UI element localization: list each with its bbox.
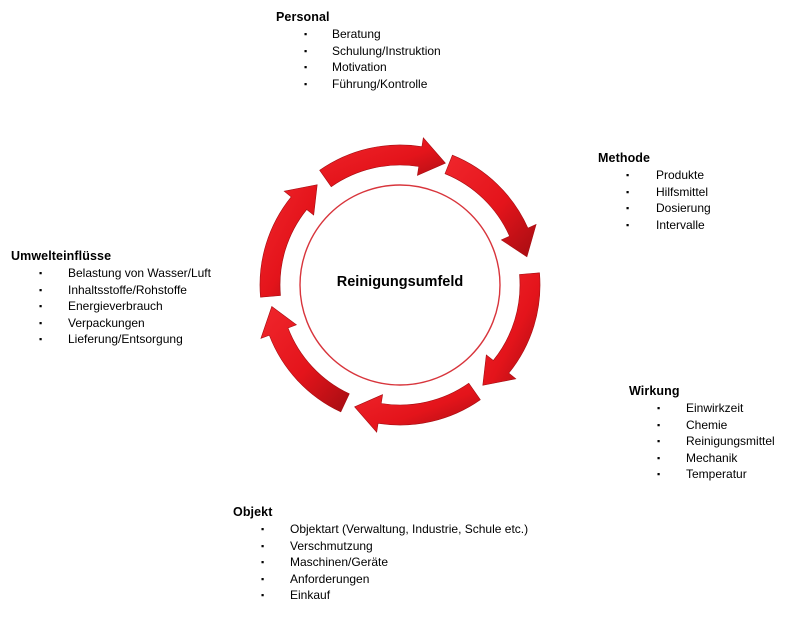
bullet-icon: ▪ bbox=[304, 45, 308, 56]
bullet-icon: ▪ bbox=[304, 78, 308, 89]
bullet-icon: ▪ bbox=[626, 186, 630, 197]
list-item: ▪Beratung bbox=[304, 27, 381, 41]
category-personal: Personal ▪Beratung ▪Schulung/Instruktion… bbox=[276, 10, 441, 92]
category-umwelteinfluesse: Umwelteinflüsse ▪Belastung von Wasser/Lu… bbox=[11, 249, 211, 348]
bullet-icon: ▪ bbox=[261, 557, 265, 567]
list-item: ▪Verpackungen bbox=[39, 315, 145, 330]
category-objekt: Objekt ▪Objektart (Verwaltung, Industrie… bbox=[233, 505, 528, 604]
bullet-icon: ▪ bbox=[626, 203, 630, 213]
bullet-icon: ▪ bbox=[39, 317, 43, 328]
list-item: ▪Schulung/Instruktion bbox=[304, 43, 441, 58]
bullet-icon: ▪ bbox=[261, 573, 265, 584]
curved-arrow-icon bbox=[482, 272, 541, 386]
center-circle bbox=[299, 184, 501, 386]
list-item: ▪Energieverbrauch bbox=[39, 299, 163, 313]
list-item: ▪Führung/Kontrolle bbox=[304, 76, 428, 91]
bullet-icon: ▪ bbox=[657, 436, 661, 446]
bullet-icon: ▪ bbox=[39, 301, 43, 311]
category-title: Wirkung bbox=[629, 384, 680, 398]
category-wirkung: Wirkung ▪Einwirkzeit ▪Chemie ▪Reinigungs… bbox=[629, 384, 775, 483]
list-item: ▪Chemie bbox=[657, 417, 728, 432]
curved-arrow-icon bbox=[260, 306, 350, 413]
bullet-icon: ▪ bbox=[261, 540, 265, 551]
list-item: ▪Verschmutzung bbox=[261, 538, 373, 553]
list-item: ▪Hilfsmittel bbox=[626, 184, 709, 199]
curved-arrow-icon bbox=[444, 154, 537, 258]
center-label: Reinigungsumfeld bbox=[336, 274, 464, 290]
item-list: ▪Produkte ▪Hilfsmittel ▪Dosierung ▪Inter… bbox=[598, 167, 711, 233]
bullet-icon: ▪ bbox=[304, 62, 308, 72]
list-item: ▪Temperatur bbox=[657, 467, 747, 481]
item-list: ▪Beratung ▪Schulung/Instruktion ▪Motivat… bbox=[276, 26, 441, 92]
bullet-icon: ▪ bbox=[657, 419, 661, 430]
curved-arrow-icon bbox=[319, 137, 446, 188]
bullet-icon: ▪ bbox=[304, 29, 308, 39]
cycle-arrows bbox=[259, 137, 541, 433]
category-title: Objekt bbox=[233, 505, 273, 519]
category-title: Umwelteinflüsse bbox=[11, 249, 112, 263]
list-item: ▪Belastung von Wasser/Luft bbox=[39, 266, 211, 280]
item-list: ▪Objektart (Verwaltung, Industrie, Schul… bbox=[233, 521, 528, 604]
bullet-icon: ▪ bbox=[657, 469, 661, 479]
bullet-icon: ▪ bbox=[39, 284, 43, 295]
bullet-icon: ▪ bbox=[39, 334, 43, 344]
category-title: Personal bbox=[276, 10, 330, 24]
category-title: Methode bbox=[598, 151, 651, 165]
curved-arrow-icon bbox=[354, 382, 481, 433]
bullet-icon: ▪ bbox=[261, 590, 265, 600]
bullet-icon: ▪ bbox=[261, 524, 265, 534]
list-item: ▪Objektart (Verwaltung, Industrie, Schul… bbox=[261, 522, 529, 536]
bullet-icon: ▪ bbox=[626, 170, 630, 180]
list-item: ▪Maschinen/Geräte bbox=[261, 555, 389, 569]
list-item: ▪Produkte bbox=[626, 168, 705, 182]
bullet-icon: ▪ bbox=[626, 219, 630, 230]
list-item: ▪Reinigungsmittel bbox=[657, 434, 775, 448]
bullet-icon: ▪ bbox=[39, 268, 43, 278]
curved-arrow-icon bbox=[259, 184, 318, 298]
list-item: ▪Motivation bbox=[304, 60, 387, 74]
bullet-icon: ▪ bbox=[657, 403, 661, 413]
list-item: ▪Dosierung bbox=[626, 201, 711, 215]
list-item: ▪Mechanik bbox=[657, 450, 738, 465]
list-item: ▪Intervalle bbox=[626, 217, 705, 232]
list-item: ▪Einkauf bbox=[261, 588, 331, 602]
list-item: ▪Anforderungen bbox=[261, 571, 370, 586]
category-methode: Methode ▪Produkte ▪Hilfsmittel ▪Dosierun… bbox=[598, 151, 711, 233]
list-item: ▪Inhaltsstoffe/Rohstoffe bbox=[39, 282, 187, 297]
list-item: ▪Lieferung/Entsorgung bbox=[39, 332, 183, 346]
bullet-icon: ▪ bbox=[657, 452, 661, 463]
item-list: ▪Belastung von Wasser/Luft ▪Inhaltsstoff… bbox=[11, 265, 211, 348]
item-list: ▪Einwirkzeit ▪Chemie ▪Reinigungsmittel ▪… bbox=[629, 400, 775, 483]
list-item: ▪Einwirkzeit bbox=[657, 401, 744, 415]
